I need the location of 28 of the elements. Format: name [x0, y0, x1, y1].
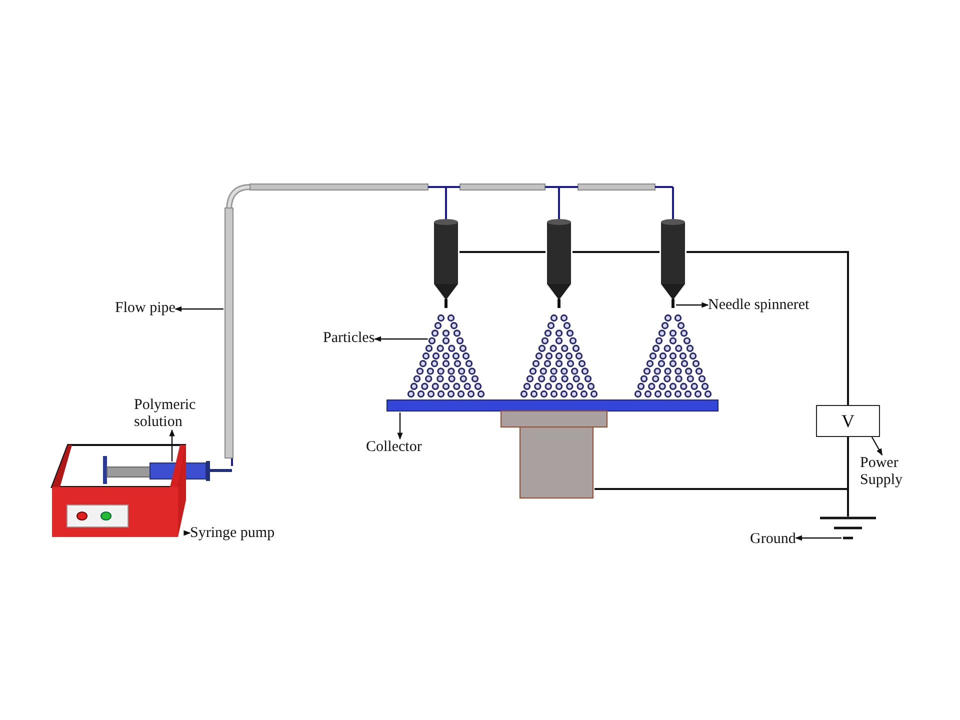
voltage-source-box: V — [816, 405, 880, 437]
ground-symbol — [820, 516, 876, 540]
leader-line — [169, 429, 175, 462]
part-label: Collector — [366, 439, 422, 456]
needle-drawing — [547, 219, 571, 308]
part-label: Polymeric solution — [134, 397, 200, 431]
leader-line — [174, 306, 224, 312]
leader-line — [374, 336, 428, 342]
leader-line — [397, 412, 403, 440]
part-label: Power Supply — [860, 455, 920, 489]
leader-line — [184, 530, 191, 536]
part-label: Needle spinneret — [708, 297, 810, 314]
part-label: Flow pipe — [115, 300, 176, 317]
part-label: Syringe pump — [190, 525, 275, 542]
wire — [572, 251, 660, 253]
wire — [594, 488, 849, 516]
flow-pipe-drawing — [224, 208, 234, 466]
part-label: Particles — [323, 330, 375, 347]
particle-spray-drawing — [407, 314, 485, 398]
leader-line — [871, 436, 883, 456]
syringe-pump-drawing — [50, 444, 186, 537]
leader-line — [676, 302, 709, 308]
leader-line — [795, 535, 842, 541]
needle-drawing — [434, 219, 458, 308]
wire — [460, 251, 546, 253]
needle-drawing — [661, 219, 685, 308]
part-label: Ground — [750, 531, 796, 548]
wire — [686, 251, 849, 405]
